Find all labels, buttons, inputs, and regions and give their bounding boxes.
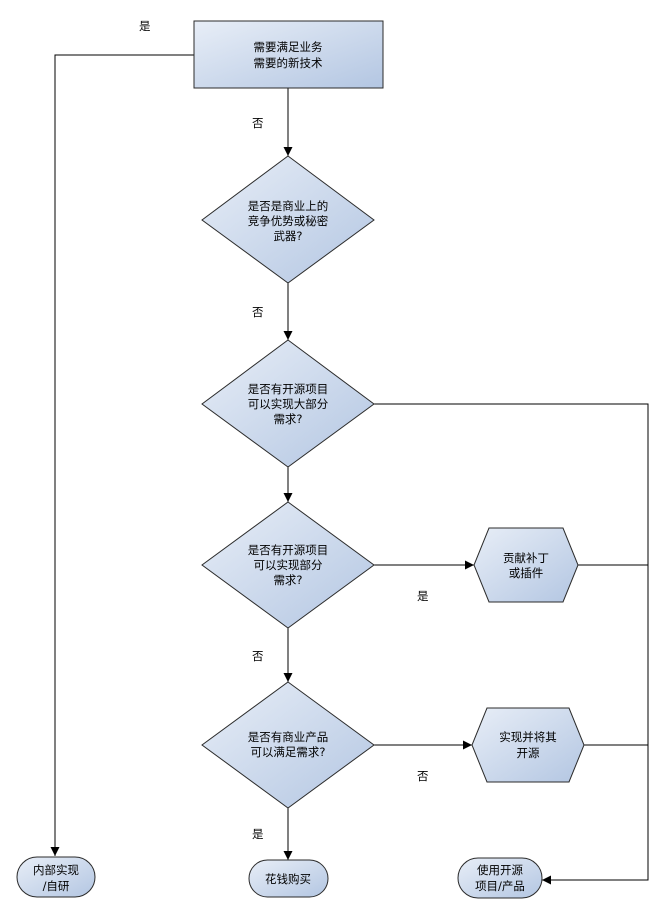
start-node-line-1: 需要满足业务: [254, 40, 323, 54]
edges: [50, 54, 649, 885]
d1-line-2: 竞争优势或秘密: [248, 214, 329, 228]
decision-oss-most-needs: 是否有开源项目 可以实现大部分 需求?: [201, 339, 375, 468]
label-d1-no: 否: [252, 305, 264, 319]
d4-line-2: 可以满足需求?: [250, 745, 325, 759]
decision-oss-partial-needs: 是否有开源项目 可以实现部分 需求?: [201, 501, 375, 629]
start-node: 需要满足业务 需要的新技术: [193, 20, 384, 89]
label-d4-yes: 是: [252, 827, 264, 841]
buy-line-1: 花钱购买: [265, 872, 311, 886]
terminal-buy: 花钱购买: [248, 859, 329, 898]
internal-line-2: /自研: [43, 879, 70, 893]
use-oss-line-2: 项目/产品: [475, 879, 525, 893]
contribute-line-2: 或插件: [509, 566, 544, 580]
label-d3-yes: 是: [417, 589, 429, 603]
d3-line-1: 是否有开源项目: [248, 543, 329, 557]
edge-start-to-internal: [50, 54, 194, 856]
terminal-internal-build: 内部实现 /自研: [16, 856, 96, 898]
contribute-line-1: 贡献补丁: [503, 551, 549, 565]
d2-line-2: 可以实现大部分: [248, 397, 329, 411]
internal-line-1: 内部实现: [33, 863, 79, 877]
d3-line-2: 可以实现部分: [254, 558, 323, 572]
implement-line-2: 开源: [517, 746, 540, 760]
decision-competitive-advantage: 是否是商业上的 竞争优势或秘密 武器?: [201, 155, 375, 284]
implement-line-1: 实现并将其: [499, 730, 557, 744]
d1-line-1: 是否是商业上的: [248, 199, 329, 213]
start-node-line-2: 需要的新技术: [254, 56, 323, 70]
label-d4-no: 否: [417, 769, 429, 783]
implement-open-source-node: 实现并将其 开源: [471, 707, 585, 783]
contribute-patch-node: 贡献补丁 或插件: [473, 527, 579, 603]
label-start-no: 否: [252, 116, 264, 130]
d2-line-3: 需求?: [273, 412, 302, 426]
use-oss-line-1: 使用开源: [477, 863, 523, 877]
d4-line-1: 是否有商业产品: [248, 730, 329, 744]
decision-commercial-product: 是否有商业产品 可以满足需求?: [201, 681, 375, 809]
edge-labels: 是 否 否 是 否 否 是: [139, 19, 429, 841]
edge-d2-to-use-oss: [374, 403, 649, 885]
terminal-use-open-source: 使用开源 项目/产品: [457, 857, 543, 899]
d1-line-3: 武器?: [273, 229, 302, 243]
d3-line-3: 需求?: [273, 573, 302, 587]
d2-line-1: 是否有开源项目: [248, 382, 329, 396]
label-d3-no: 否: [252, 649, 264, 663]
label-start-yes: 是: [139, 19, 151, 33]
